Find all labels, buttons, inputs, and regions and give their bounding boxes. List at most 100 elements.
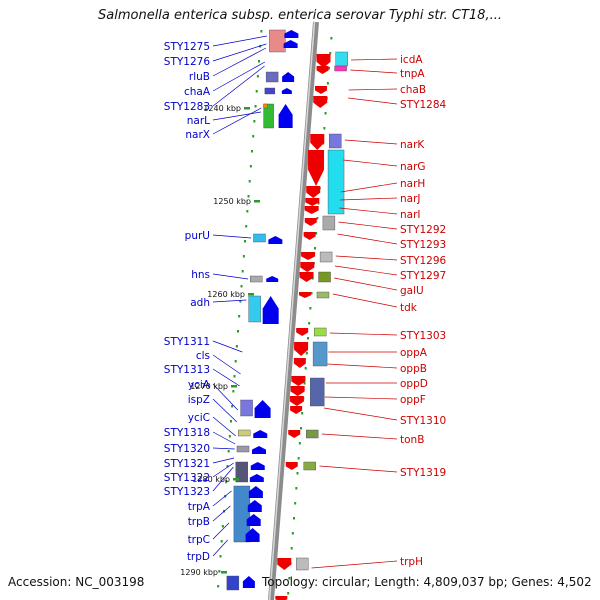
reverse-strand-arrow <box>291 376 306 386</box>
connector-line <box>212 398 238 423</box>
track-dot <box>290 547 293 550</box>
gene-block <box>264 87 276 95</box>
position-tick-mark <box>244 107 250 110</box>
position-tick-mark <box>231 385 237 388</box>
connector-line <box>327 363 398 369</box>
gene-label-left: trpA <box>188 501 211 513</box>
track-dot <box>326 82 329 85</box>
track-dot <box>246 210 249 213</box>
reverse-strand-arrow <box>316 66 329 74</box>
track-dot <box>237 330 240 333</box>
track-dot <box>251 150 254 153</box>
connector-line <box>212 65 265 107</box>
track-dot <box>225 480 228 483</box>
connector-line <box>348 88 398 91</box>
connector-line <box>344 139 398 145</box>
connector-line <box>212 299 247 303</box>
track-dot <box>314 247 317 250</box>
reverse-strand-arrow <box>313 96 328 108</box>
gene-block <box>306 429 319 439</box>
track-dot <box>307 337 310 340</box>
track-dot <box>252 135 255 138</box>
gene-label-left: hns <box>191 269 210 281</box>
track-dot <box>233 375 236 378</box>
reverse-strand-arrow <box>301 252 316 260</box>
track-dot <box>255 90 258 93</box>
connector-line <box>212 539 228 557</box>
track-dot <box>249 165 252 168</box>
connector-line <box>212 111 262 121</box>
forward-strand-arrow <box>247 500 262 512</box>
gene-block <box>240 399 253 417</box>
gene-label-right: galU <box>400 285 424 297</box>
forward-strand-arrow <box>249 474 264 482</box>
gene-label-left: STY1320 <box>164 443 210 455</box>
gene-label-right: oppD <box>400 378 428 390</box>
connector-line <box>212 273 249 280</box>
track-dot <box>254 105 257 108</box>
feature-track-dots <box>217 30 333 595</box>
gene-block <box>303 461 316 471</box>
gene-label-right: STY1303 <box>400 330 446 342</box>
label-connectors <box>212 35 398 569</box>
forward-strand-arrow <box>262 296 279 324</box>
gene-label-left: STY1322 <box>164 472 210 484</box>
gene-label-left: rluB <box>189 71 210 83</box>
connector-line <box>348 97 398 105</box>
track-dot <box>293 517 296 520</box>
gene-block <box>334 65 347 72</box>
connector-line <box>351 58 398 61</box>
track-dot <box>241 270 244 273</box>
gene-label-left: purU <box>185 230 210 242</box>
track-dot <box>323 127 326 130</box>
forward-strand-arrow <box>253 430 268 438</box>
gene-label-right: STY1319 <box>400 467 446 479</box>
gene-label-left: STY1283 <box>164 101 210 113</box>
connector-line <box>337 233 398 245</box>
reverse-strand-arrow <box>305 198 320 206</box>
position-tick-label: 1290 kbp <box>180 568 218 577</box>
connector-line <box>212 505 231 522</box>
position-tick-label: 1240 kbp <box>203 104 241 113</box>
connector-line <box>212 107 262 135</box>
forward-strand-arrow <box>248 486 263 498</box>
track-dot <box>311 277 314 280</box>
gene-label-left: adh <box>190 297 210 309</box>
track-dot <box>310 292 313 295</box>
gene-label-right: chaB <box>400 84 426 96</box>
gene-label-left: chaA <box>184 86 211 98</box>
track-dot <box>291 532 294 535</box>
track-dot <box>221 525 224 528</box>
track-dot <box>330 37 333 40</box>
gene-label-right: tdk <box>400 302 418 314</box>
gene-block <box>319 251 333 263</box>
gene-label-left: STY1275 <box>164 41 210 53</box>
gene-block <box>265 71 279 83</box>
connector-line <box>212 490 232 507</box>
track-dot <box>297 457 300 460</box>
gene-label-right: narH <box>400 178 425 190</box>
reverse-strand-arrow <box>290 386 305 396</box>
gene-labels: STY1275STY1276rluBchaASTY1283narLnarXpur… <box>164 41 447 568</box>
gene-label-right: STY1297 <box>400 270 446 282</box>
gene-label-left: trpC <box>188 534 210 546</box>
gene-label-right: STY1310 <box>400 415 446 427</box>
track-dot <box>217 585 220 588</box>
forward-strand-arrow <box>281 88 292 94</box>
reverse-strand-arrow <box>296 328 309 336</box>
gene-label-left: ispZ <box>188 394 210 406</box>
reverse-strand-arrow <box>315 86 328 94</box>
connector-line <box>334 265 398 276</box>
forward-strand-arrow <box>268 236 283 244</box>
gene-label-left: STY1323 <box>164 486 210 498</box>
gene-block <box>310 377 325 407</box>
connector-line <box>324 396 398 400</box>
gene-label-left: cls <box>196 350 210 362</box>
position-tick-label: 1280 kbp <box>192 475 230 484</box>
track-dot <box>230 420 233 423</box>
genome-title: Salmonella enterica subsp. enterica sero… <box>98 8 502 23</box>
gene-label-right: oppF <box>400 394 426 406</box>
gene-label-right: narI <box>400 209 421 221</box>
